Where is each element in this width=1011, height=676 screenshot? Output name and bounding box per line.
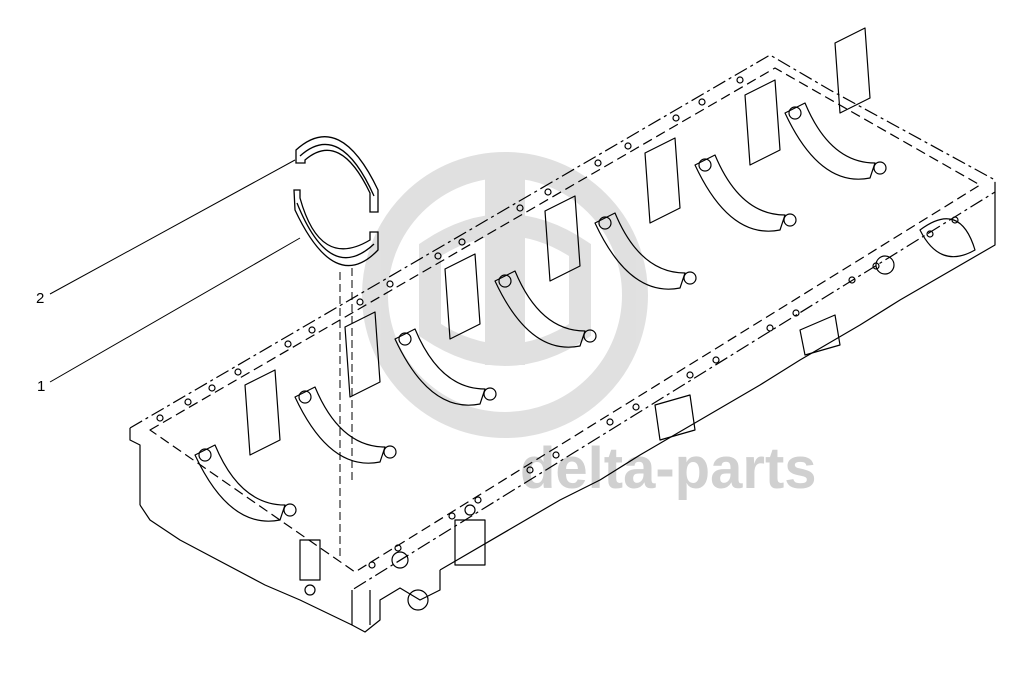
end-face-details — [299, 218, 976, 625]
watermark-logo — [362, 152, 648, 438]
bolt-holes-rear — [368, 216, 959, 569]
bearing-bulkheads — [194, 27, 887, 522]
bolt-holes-front — [156, 76, 744, 422]
projection-lines — [339, 268, 353, 560]
leader-line-1 — [49, 237, 301, 383]
engine-block — [129, 27, 996, 633]
watermark-text: delta-parts — [520, 436, 817, 501]
leader-line-2 — [49, 159, 296, 295]
callout-2: 2 — [36, 290, 44, 307]
thrust-washer-upper — [295, 136, 379, 213]
callout-1: 1 — [37, 378, 45, 395]
thrust-washer-lower — [293, 189, 379, 267]
